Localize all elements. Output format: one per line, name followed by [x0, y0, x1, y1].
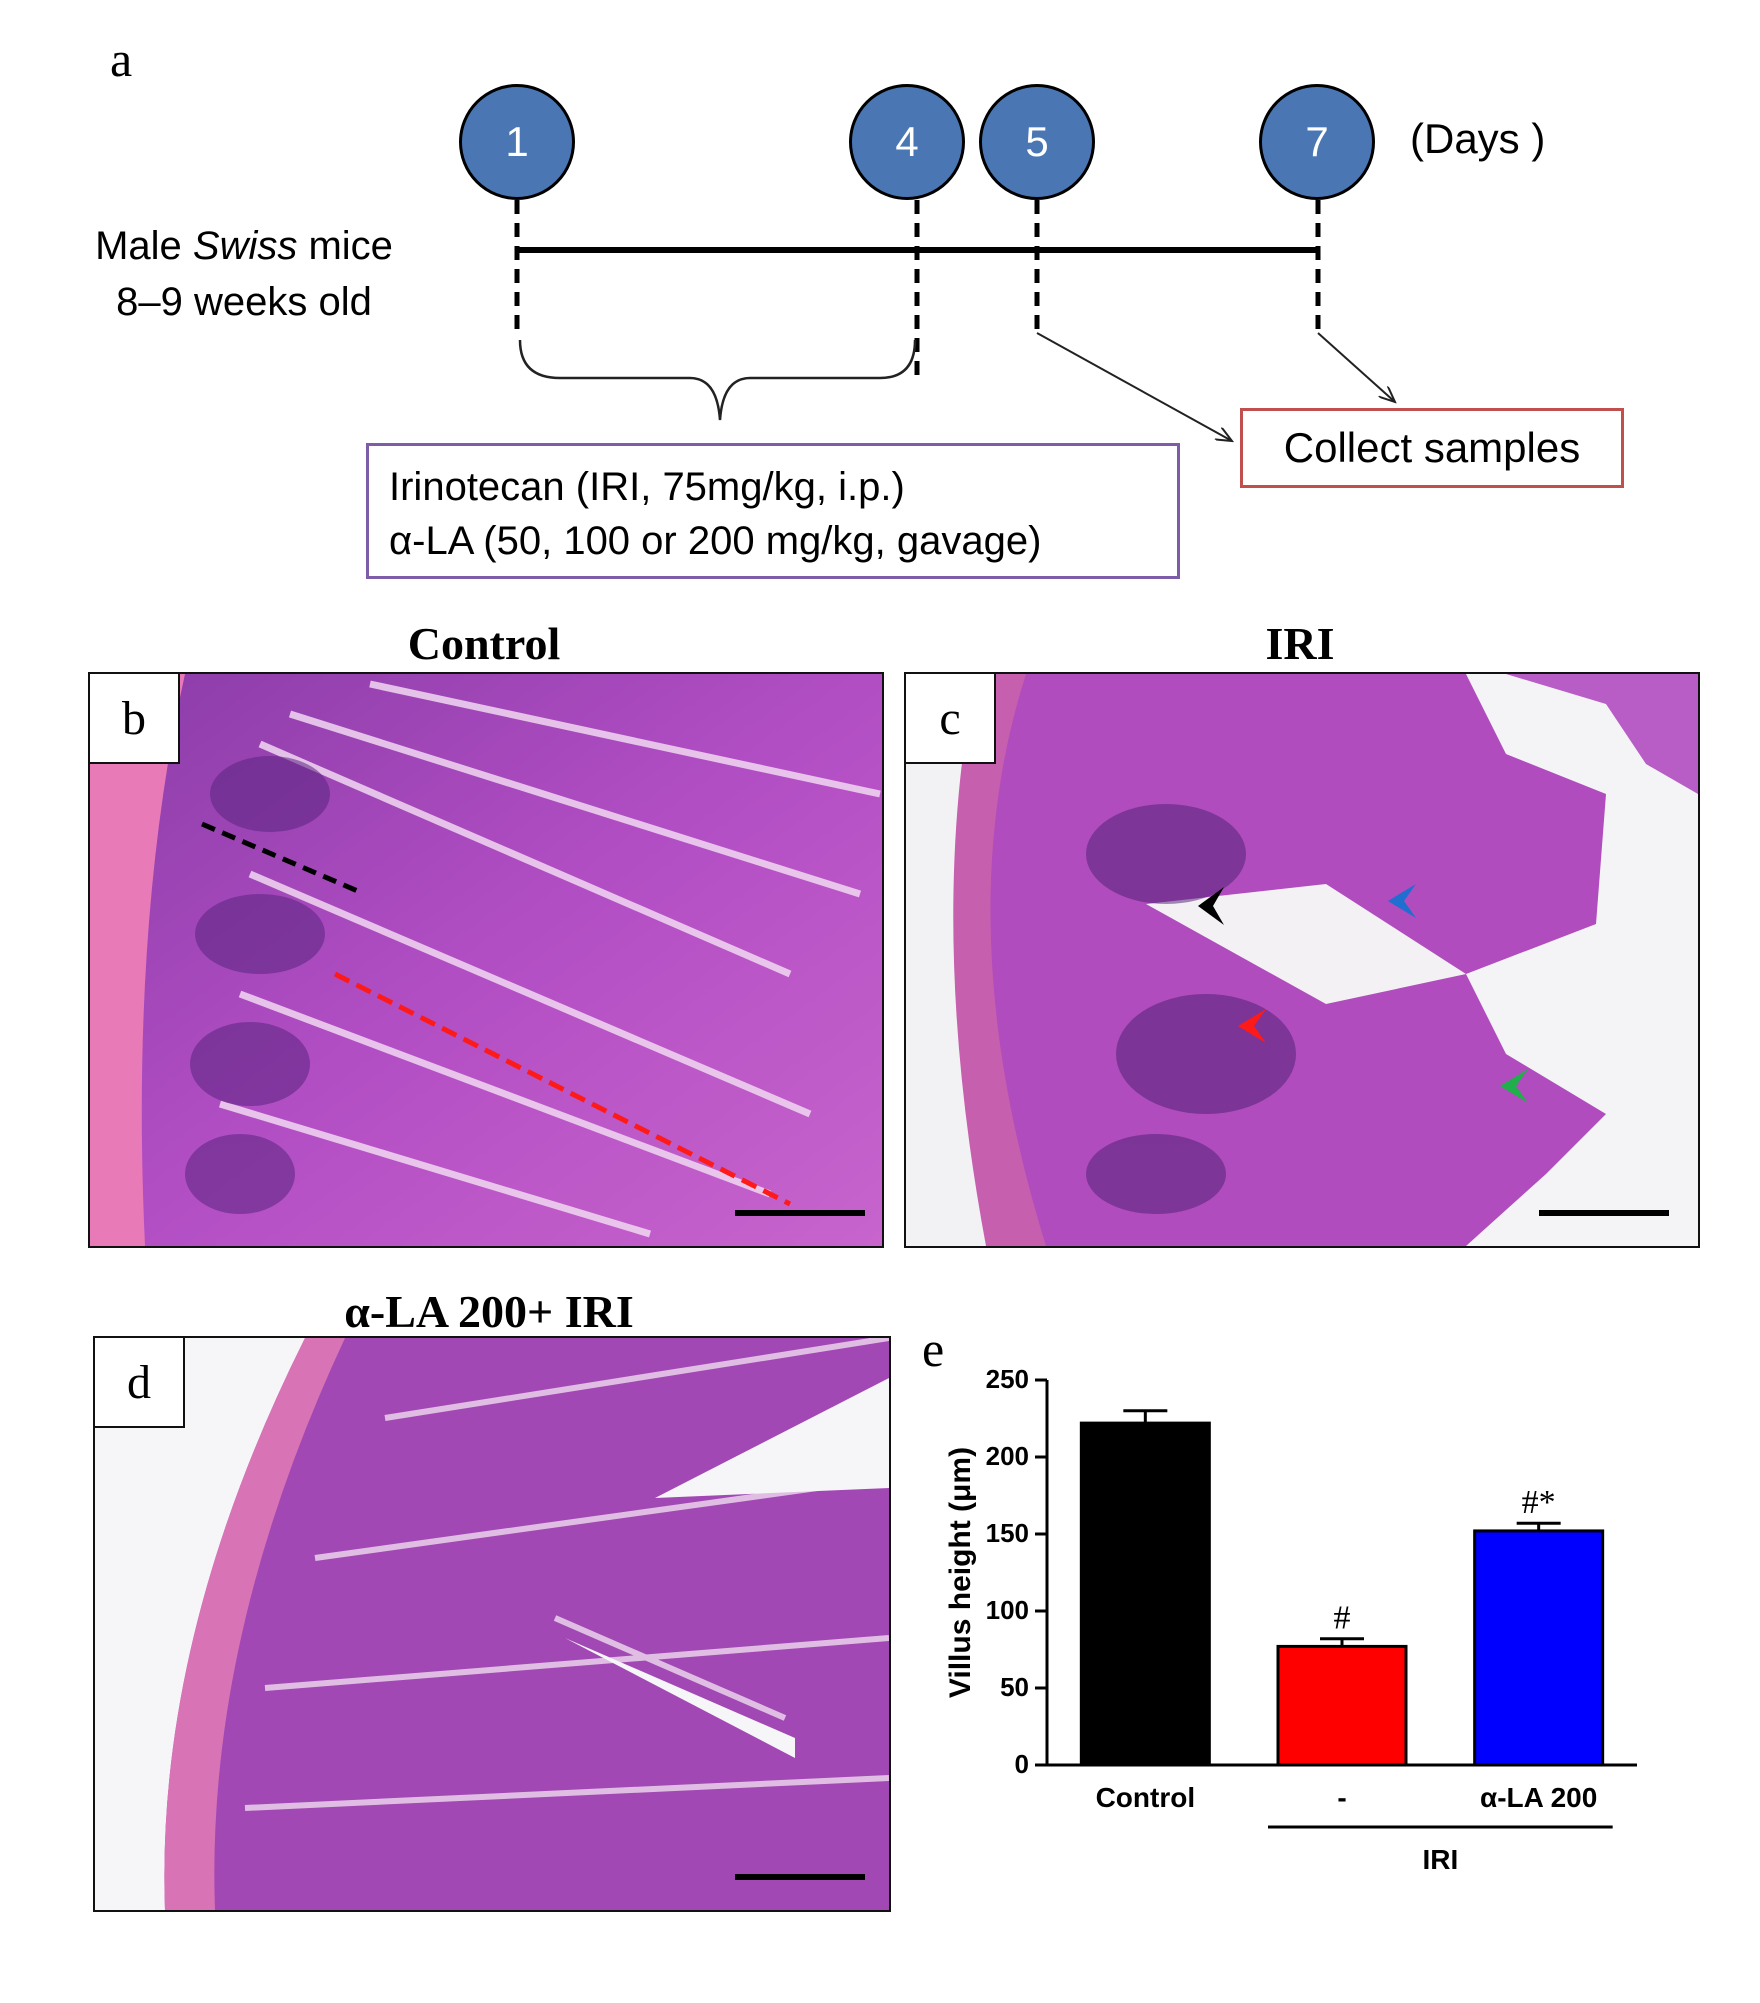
subject-strain: Swiss — [192, 224, 298, 268]
significance-annotation: #* — [1522, 1484, 1556, 1521]
y-axis-label: Villus height (μm) — [944, 1447, 977, 1698]
day7-arrow — [1317, 332, 1395, 402]
panel-c-title: IRI — [1265, 618, 1335, 669]
panel-c-letter: c — [906, 674, 996, 764]
treatment-irinotecan: Irinotecan (IRI, 75mg/kg, i.p.) — [389, 465, 905, 509]
timeline-diagram — [514, 200, 1760, 600]
day-circle-7: 7 — [1259, 84, 1375, 200]
day5-arrow — [1036, 332, 1232, 441]
scale-bar — [735, 1210, 865, 1216]
panel-b-letter: b — [90, 674, 180, 764]
bar — [1276, 1644, 1408, 1767]
iri-tissue-image — [906, 674, 1698, 1246]
y-tick-label: 250 — [986, 1364, 1029, 1394]
subject-line1-pre: Male — [95, 224, 193, 268]
y-tick-label: 150 — [986, 1518, 1029, 1548]
y-tick-label: 50 — [1000, 1672, 1029, 1702]
y-tick-label: 0 — [1015, 1749, 1029, 1779]
day-circle-5: 5 — [979, 84, 1095, 200]
ala-iri-micrograph: d — [93, 1336, 891, 1912]
treatment-brace — [518, 339, 917, 421]
scale-bar — [735, 1874, 865, 1880]
ala-iri-tissue-image — [95, 1338, 889, 1910]
scale-bar — [1539, 1210, 1669, 1216]
bar — [1079, 1421, 1211, 1767]
control-tissue-image — [90, 674, 882, 1246]
y-tick-label: 200 — [986, 1441, 1029, 1471]
panel-b-title: Control — [407, 618, 561, 669]
day-circle-4: 4 — [849, 84, 965, 200]
treatment-ala: α-LA (50, 100 or 200 mg/kg, gavage) — [389, 519, 1042, 563]
category-label: Control — [1096, 1782, 1196, 1813]
control-micrograph: b — [88, 672, 884, 1248]
villus-height-marker — [333, 971, 792, 1207]
green-arrowhead-icon — [1500, 1069, 1528, 1103]
category-label: α-LA 200 — [1480, 1782, 1597, 1813]
day-label: 5 — [1025, 118, 1049, 165]
panel-a-letter: a — [110, 31, 133, 87]
day-label: 1 — [505, 118, 529, 165]
panel-d-title: α-LA 200+ IRI — [344, 1286, 634, 1337]
collect-samples-label: Collect samples — [1283, 424, 1581, 471]
red-arrowhead-icon — [1238, 1009, 1266, 1043]
category-label: - — [1337, 1782, 1346, 1813]
black-arrowhead-icon — [1198, 887, 1224, 925]
day-label: 4 — [895, 118, 919, 165]
iri-micrograph: c — [904, 672, 1700, 1248]
blue-arrowhead-icon — [1388, 884, 1416, 918]
panel-d-letter: d — [95, 1338, 185, 1428]
days-label: (Days ) — [1410, 115, 1546, 162]
subject-line1-post: mice — [297, 224, 393, 268]
treatment-box: Irinotecan (IRI, 75mg/kg, i.p.) α-LA (50… — [366, 443, 1180, 579]
significance-annotation: # — [1334, 1600, 1351, 1637]
crypt-depth-marker — [201, 821, 361, 895]
collect-samples-box: Collect samples — [1240, 408, 1624, 488]
day-circle-1: 1 — [459, 84, 575, 200]
day-label: 7 — [1305, 118, 1329, 165]
bar — [1473, 1529, 1605, 1767]
y-tick-label: 100 — [986, 1595, 1029, 1625]
panel-e-letter: e — [922, 1321, 945, 1377]
subject-description: Male Swiss mice 8–9 weeks old — [64, 218, 424, 330]
subject-age: 8–9 weeks old — [116, 280, 372, 324]
group-label: IRI — [1422, 1844, 1458, 1875]
